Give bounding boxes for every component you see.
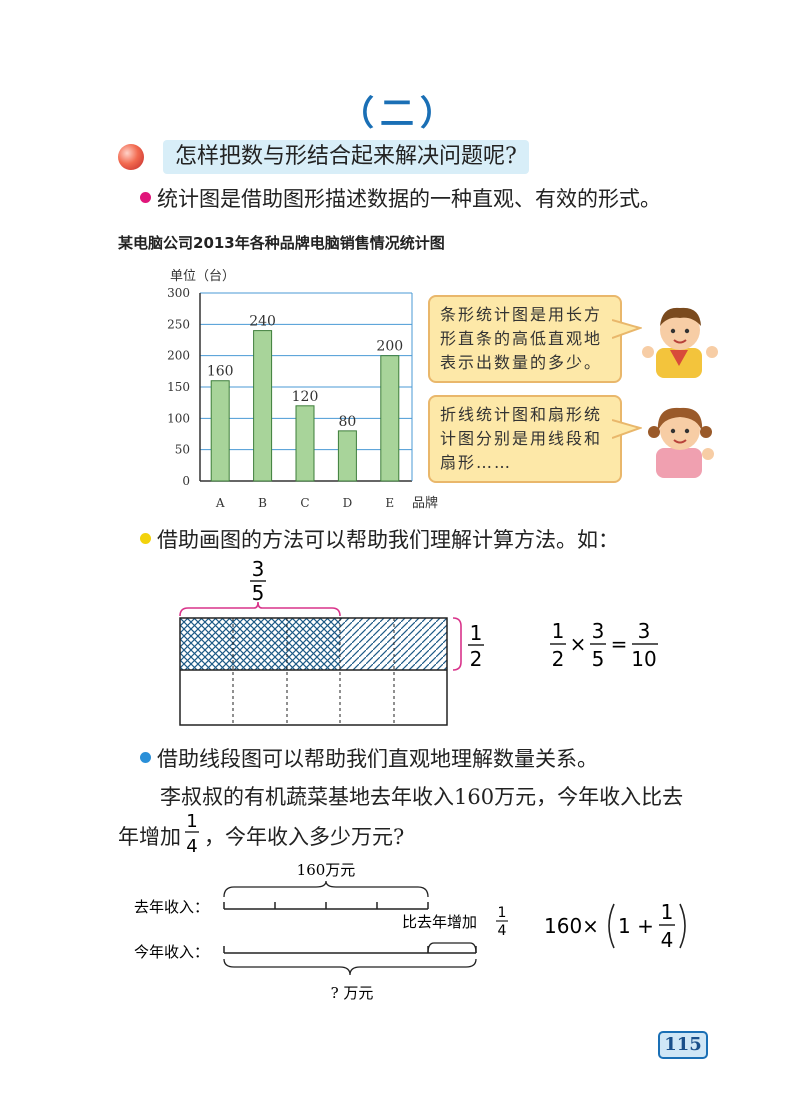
page-number: 115 — [658, 1031, 708, 1059]
x-tick-label: B — [258, 496, 267, 510]
this-year-label: 今年收入： — [134, 943, 209, 961]
bar-B — [253, 330, 273, 482]
svg-text:4: 4 — [661, 928, 674, 952]
girl-bubble-tail — [612, 419, 642, 439]
bullet-text-drawing: 借助画图的方法可以帮助我们理解计算方法。如： — [157, 528, 619, 552]
chart-y-label: 单位（台） — [170, 269, 235, 284]
y-tick-label: 150 — [167, 380, 190, 394]
x-tick-label: C — [300, 496, 309, 510]
chart-title: 某电脑公司2013年各种品牌电脑销售情况统计图 — [118, 234, 445, 252]
y-tick-label: 200 — [167, 349, 190, 363]
boy-speech-bubble: 条形统计图是用长方形直条的高低直观地表示出数量的多少。 — [428, 295, 622, 383]
bar-data-label: 120 — [292, 389, 319, 405]
bar-A — [210, 380, 230, 482]
x-tick-label: A — [215, 496, 225, 510]
side-fraction-denominator: 2 — [470, 647, 483, 671]
boy-bubble-tail — [612, 319, 642, 339]
bottom-segment-label: ? 万元 — [331, 984, 374, 1002]
bar-data-label: 160 — [207, 364, 234, 380]
bar-data-label: 80 — [338, 414, 356, 430]
bullet-text-statistics: 统计图是借助图形描述数据的一种直观、有效的形式。 — [157, 187, 661, 211]
bullet-text-segment: 借助线段图可以帮助我们直观地理解数量关系。 — [157, 747, 598, 771]
svg-text:3: 3 — [592, 619, 605, 643]
segment-diagram: 160万元 去年收入： 比去年增加 1 4 今年收入： ? 万元 — [134, 861, 508, 1002]
svg-text:×: × — [570, 632, 587, 656]
svg-text:1 +: 1 + — [618, 914, 654, 938]
y-tick-label: 250 — [167, 317, 190, 331]
last-year-label: 去年收入： — [134, 898, 209, 916]
y-tick-label: 300 — [167, 286, 190, 300]
y-tick-label: 0 — [182, 474, 190, 488]
svg-text:1: 1 — [552, 619, 565, 643]
section-heading: （二） — [340, 94, 460, 134]
svg-text:10: 10 — [631, 647, 656, 671]
svg-text:4: 4 — [498, 923, 507, 939]
svg-text:1: 1 — [661, 900, 674, 924]
y-tick-label: 50 — [175, 443, 190, 457]
svg-text:1: 1 — [498, 905, 507, 921]
bar-E — [380, 355, 400, 482]
svg-text:3: 3 — [638, 619, 651, 643]
brace-fraction-numerator: 3 — [252, 557, 265, 581]
svg-text:1: 1 — [186, 811, 197, 832]
svg-text:2: 2 — [552, 647, 565, 671]
problem-fraction: 1 4 — [185, 811, 199, 857]
top-segment-label: 160万元 — [297, 861, 356, 879]
svg-text:5: 5 — [592, 647, 605, 671]
brace-fraction-denominator: 5 — [252, 581, 265, 605]
chart-x-label: 品牌 — [412, 495, 438, 511]
side-fraction-numerator: 1 — [470, 621, 483, 645]
x-tick-label: D — [343, 496, 353, 510]
bar-data-label: 240 — [249, 314, 276, 330]
svg-text:=: = — [611, 632, 628, 656]
income-formula: 160× 1 + 1 4 — [544, 900, 686, 952]
bullet-dot-pink — [140, 192, 151, 203]
bullet-dot-blue — [140, 752, 151, 763]
girl-icon — [648, 407, 714, 478]
bar-data-label: 200 — [376, 339, 403, 355]
multiplication-equation: 1 2 × 3 5 = 3 10 — [550, 619, 658, 671]
x-tick-label: E — [385, 496, 394, 510]
bar-D — [337, 430, 357, 482]
fraction-area-figure: 3 5 1 2 — [179, 557, 484, 726]
boy-icon — [642, 307, 718, 378]
ball-icon — [118, 144, 144, 170]
top-brace — [179, 601, 341, 617]
problem-line-2-suffix: ，今年收入多少万元? — [204, 825, 405, 849]
side-brace — [452, 617, 462, 671]
question-banner: 怎样把数与形结合起来解决问题呢? — [163, 140, 529, 174]
bar-C — [295, 405, 315, 482]
bullet-dot-yellow — [140, 533, 151, 544]
svg-text:4: 4 — [186, 836, 197, 857]
y-tick-label: 100 — [167, 411, 190, 425]
problem-line-2-prefix: 年增加 — [118, 825, 181, 849]
problem-line-1: 李叔叔的有机蔬菜基地去年收入160万元，今年收入比去 — [160, 785, 684, 809]
increase-label: 比去年增加 — [402, 913, 477, 931]
girl-speech-bubble: 折线统计图和扇形统计图分别是用线段和扇形…… — [428, 395, 622, 483]
svg-text:160×: 160× — [544, 914, 599, 938]
